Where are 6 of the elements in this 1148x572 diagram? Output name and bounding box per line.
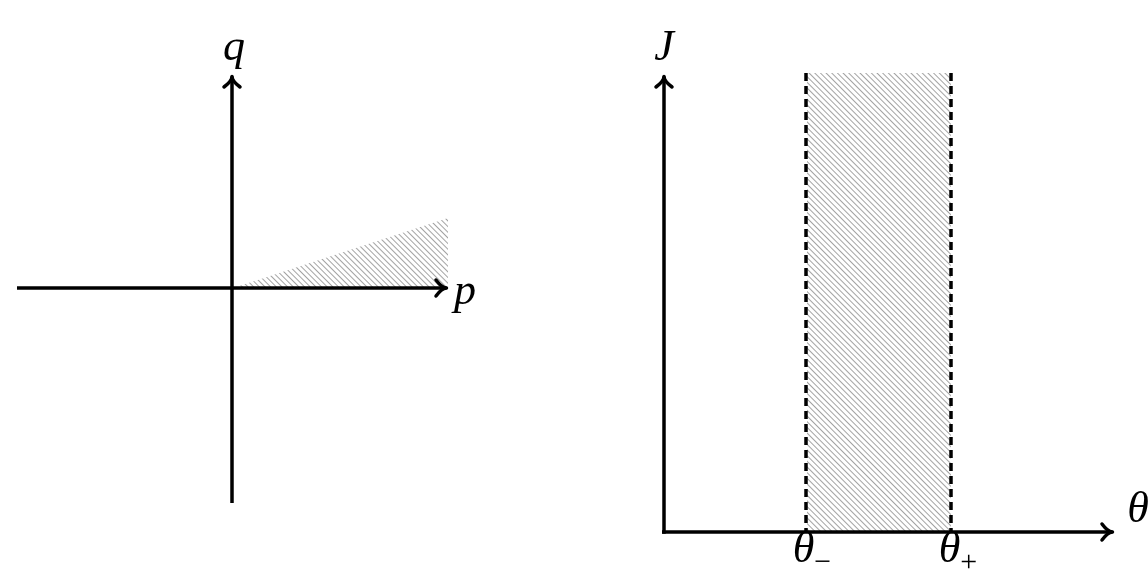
hatched-region [807,73,951,532]
tick-label: θ$_{−}$ [792,526,832,570]
tick-label: θ$_{+}$ [938,526,978,570]
axis-label: θ [1127,486,1148,530]
axis-label: J [654,24,674,68]
axis-label: q [223,24,245,68]
